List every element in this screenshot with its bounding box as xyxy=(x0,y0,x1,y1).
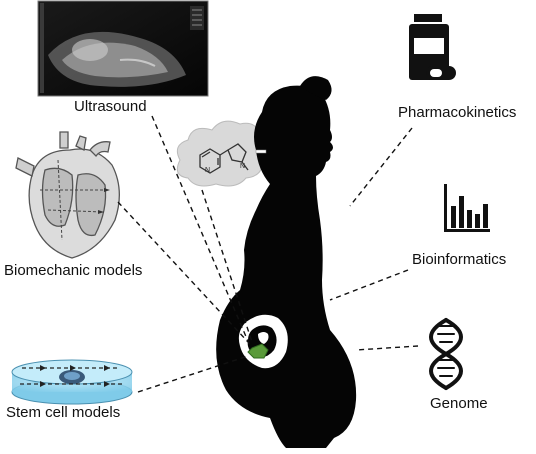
pregnant-woman-silhouette xyxy=(216,76,357,449)
label-stem-cell-models: Stem cell models xyxy=(6,404,121,421)
fetus-marker xyxy=(247,343,269,359)
connector-lines xyxy=(117,115,419,393)
connector-pharmacokinetics xyxy=(349,127,413,207)
label-pharmacokinetics: Pharmacokinetics xyxy=(398,104,517,121)
connector-bioinformatics xyxy=(329,269,409,301)
connector-biomechanic xyxy=(117,201,249,343)
label-ultrasound: Ultrasound xyxy=(74,98,147,115)
svg-text:N: N xyxy=(240,163,245,170)
connector-ultrasound xyxy=(151,115,251,347)
label-biomechanic-models: Biomechanic models xyxy=(4,262,143,279)
label-genome: Genome xyxy=(430,395,488,412)
ultrasound-image xyxy=(37,0,209,97)
petri-dish-icon xyxy=(11,359,133,405)
nicotine-molecule-icon xyxy=(199,143,249,174)
connector-stem-cell xyxy=(137,355,249,393)
connector-genome xyxy=(355,345,419,351)
smoke-cloud: N N xyxy=(176,120,267,187)
dna-icon xyxy=(429,318,463,390)
label-bioinformatics: Bioinformatics xyxy=(412,251,507,268)
svg-text:N: N xyxy=(205,167,210,174)
pill-bottle-icon xyxy=(409,14,456,80)
bar-chart-icon xyxy=(444,184,490,232)
heart-model-icon xyxy=(15,131,120,259)
